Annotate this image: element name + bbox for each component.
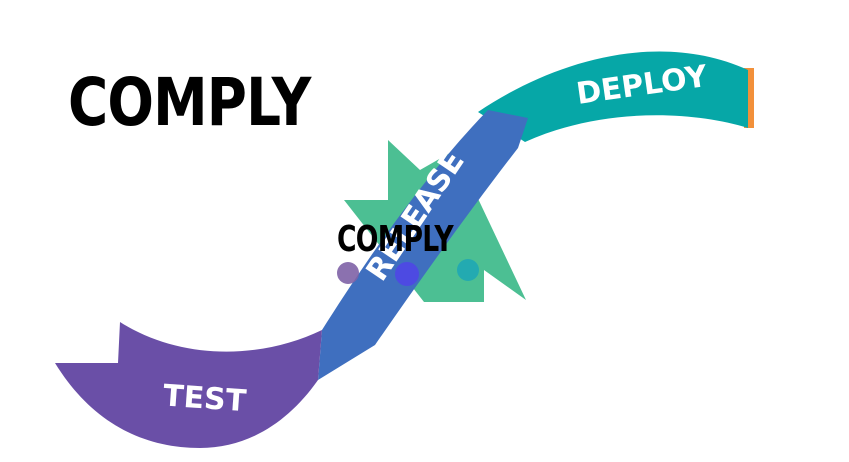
blue-dot [395,262,419,286]
orange-accent [744,68,754,128]
release-band [318,110,528,380]
deploy-band [478,51,748,142]
stage-label-test: TEST [162,378,248,419]
teal-dot [457,259,479,281]
center-overlay-label: COMPLY [337,219,454,260]
test-band [55,322,322,448]
purple-dot [337,262,359,284]
page-title: COMPLY [68,64,311,141]
